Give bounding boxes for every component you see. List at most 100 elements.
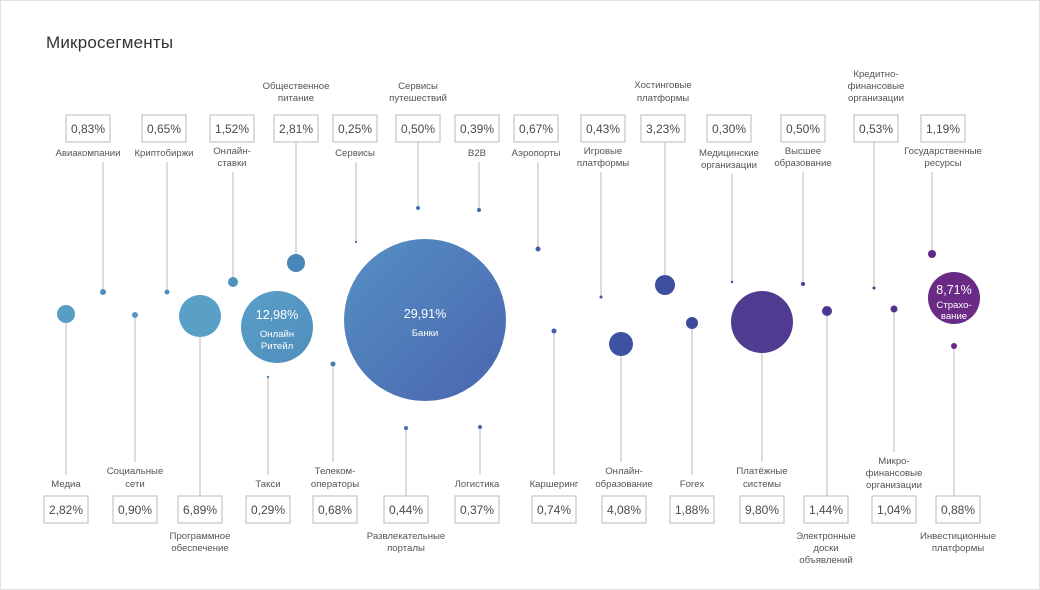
bubble (228, 277, 238, 287)
value-box (332, 114, 378, 143)
value-label: 1,44% (809, 503, 843, 517)
value-box (141, 114, 187, 143)
value-box (513, 114, 559, 143)
value-label: 0,37% (460, 503, 494, 517)
bubble (354, 240, 358, 244)
category-label: Forex (680, 479, 705, 490)
value-box (935, 495, 981, 524)
value-box (177, 495, 223, 524)
category-label: Ритейл (261, 341, 293, 352)
value-box (531, 495, 577, 524)
bubble (731, 291, 793, 353)
segment-аэропорты: 0,67% Аэропорты (511, 114, 561, 252)
category-label: Аэропорты (511, 148, 560, 159)
value-label: 12,98% (256, 308, 298, 322)
value-box (640, 114, 686, 143)
segment-такси: 0,29% Такси (245, 375, 291, 524)
value-label: 0,68% (318, 503, 352, 517)
value-label: 0,88% (941, 503, 975, 517)
value-box (454, 495, 500, 524)
value-label: 4,08% (607, 503, 641, 517)
segment-b2b: 0,39%B2B (454, 114, 500, 212)
bubble (164, 289, 170, 295)
segment-онлайн-образование: 4,08%Онлайн-образование (595, 332, 653, 524)
category-label: Логистика (455, 479, 500, 490)
value-label: 0,29% (251, 503, 285, 517)
category-label: Медиа (51, 479, 81, 490)
value-label: 3,23% (646, 122, 680, 136)
bubble (266, 375, 270, 379)
category-label: Телеком-операторы (311, 466, 359, 490)
bubble (179, 295, 221, 337)
bubble (872, 286, 876, 290)
value-box (669, 495, 715, 524)
segment-онлайн-ставки: 1,52% Онлайн-ставки (209, 114, 255, 287)
value-label: 0,30% (712, 122, 746, 136)
segment-банки: 29,91%Банки (344, 239, 506, 401)
category-label: Такси (255, 479, 280, 490)
bubble (801, 282, 805, 286)
value-label: 2,82% (49, 503, 83, 517)
segment-каршеринг: 0,74%Каршеринг (530, 328, 579, 524)
bubble (951, 343, 957, 349)
value-box (454, 114, 500, 143)
bubble (655, 275, 675, 295)
category-label: Онлайн (260, 329, 294, 340)
segment-сервисы: 0,25%Сервисы (332, 114, 378, 244)
bubble (404, 426, 408, 430)
value-box (383, 495, 429, 524)
category-label: Авиакомпании (56, 148, 121, 159)
value-label: 0,83% (71, 122, 105, 136)
value-label: 6,89% (183, 503, 217, 517)
value-box (871, 495, 917, 524)
value-label: 0,50% (401, 122, 435, 136)
value-label: 1,52% (215, 122, 249, 136)
segment-телеком-операторы: 0,68% Телеком-операторы (311, 361, 359, 524)
value-label: 29,91% (404, 307, 446, 321)
segment-медиа: 2,82% Медиа (43, 305, 89, 524)
value-box (580, 114, 626, 143)
value-label: 0,39% (460, 122, 494, 136)
bubble (100, 289, 106, 295)
bubble (478, 425, 482, 429)
bubble (551, 328, 557, 334)
value-label: 1,88% (675, 503, 709, 517)
value-label: 0,44% (389, 503, 423, 517)
bubble (330, 361, 336, 367)
category-label: Онлайн-ставки (213, 146, 251, 169)
value-box (209, 114, 255, 143)
value-box (803, 495, 849, 524)
value-box (706, 114, 752, 143)
value-label: 2,81% (279, 122, 313, 136)
bubble (416, 206, 420, 210)
category-label: Криптобиржи (134, 148, 193, 159)
value-label: 0,25% (338, 122, 372, 136)
bubble (599, 295, 603, 299)
category-label: Страхо- (936, 300, 971, 311)
value-label: 0,67% (519, 122, 553, 136)
segment-forex: 1,88% Forex (669, 317, 715, 524)
value-label: 8,71% (936, 283, 971, 297)
bubble (928, 250, 936, 258)
bubble (535, 246, 541, 252)
value-box (43, 495, 89, 524)
value-label: 0,53% (859, 122, 893, 136)
